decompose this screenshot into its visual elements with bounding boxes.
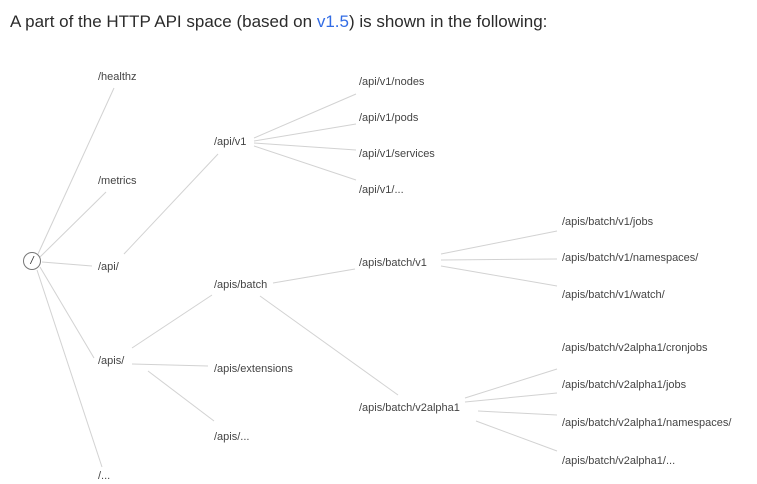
- node-nodes: /api/v1/nodes: [359, 76, 425, 88]
- edge-apiv1-nodes: [253, 93, 357, 139]
- edge-apis-extensions: [131, 363, 209, 367]
- node-batch-v2alpha1: /apis/batch/v2alpha1: [359, 402, 460, 414]
- intro-before: A part of the HTTP API space (based on: [10, 12, 317, 31]
- node-api-v1-other: /api/v1/...: [359, 184, 404, 196]
- edge-root-api: [41, 261, 93, 267]
- edge-apis-other: [147, 370, 215, 422]
- node-healthz: /healthz: [98, 71, 137, 83]
- node-batch-v1: /apis/batch/v1: [359, 257, 427, 269]
- edge-apiv1-other: [253, 145, 357, 181]
- intro-after: ) is shown in the following:: [348, 12, 548, 31]
- edge-v2-other: [475, 420, 558, 452]
- node-pods: /api/v1/pods: [359, 112, 419, 124]
- edge-v2-jobs: [464, 392, 558, 403]
- node-services: /api/v1/services: [359, 148, 435, 160]
- node-apis-other: /apis/...: [214, 431, 250, 443]
- node-apis: /apis/: [98, 355, 125, 367]
- node-v1-watch: /apis/batch/v1/watch/: [562, 289, 665, 301]
- edge-apis-batch: [131, 294, 213, 349]
- node-apis-extensions: /apis/extensions: [214, 363, 293, 375]
- node-v1-jobs: /apis/batch/v1/jobs: [562, 216, 654, 228]
- node-api-v1: /api/v1: [214, 136, 247, 148]
- node-api: /api/: [98, 261, 119, 273]
- edge-apiv1-services: [253, 142, 357, 151]
- node-apis-batch: /apis/batch: [214, 279, 268, 291]
- node-v2-cronjobs: /apis/batch/v2alpha1/cronjobs: [562, 342, 708, 354]
- intro-text: A part of the HTTP API space (based on v…: [10, 12, 547, 32]
- edge-root-apis: [39, 266, 95, 359]
- edge-root-other: [36, 269, 103, 468]
- root-node: /: [23, 252, 41, 270]
- edge-apiv1-pods: [253, 123, 357, 142]
- edge-batch-v2alpha1: [259, 295, 399, 396]
- edge-api-apiv1: [123, 153, 219, 255]
- edge-v1-namespaces: [440, 258, 558, 261]
- edge-v1-jobs: [440, 230, 558, 255]
- edge-v2-cronjobs: [464, 368, 558, 399]
- edge-root-metrics: [39, 191, 107, 258]
- edge-v1-watch: [440, 265, 558, 287]
- version-link[interactable]: v1.5: [316, 12, 349, 31]
- edge-batch-v1: [272, 268, 356, 284]
- edge-root-healthz: [37, 87, 115, 255]
- node-metrics: /metrics: [98, 175, 137, 187]
- edge-v2-namespaces: [477, 410, 558, 416]
- node-v2-jobs: /apis/batch/v2alpha1/jobs: [562, 379, 687, 391]
- node-v2-other: /apis/batch/v2alpha1/...: [562, 455, 676, 467]
- node-v1-namespaces: /apis/batch/v1/namespaces/: [562, 252, 699, 264]
- node-v2-namespaces: /apis/batch/v2alpha1/namespaces/: [562, 417, 732, 429]
- node-other: /...: [98, 470, 111, 482]
